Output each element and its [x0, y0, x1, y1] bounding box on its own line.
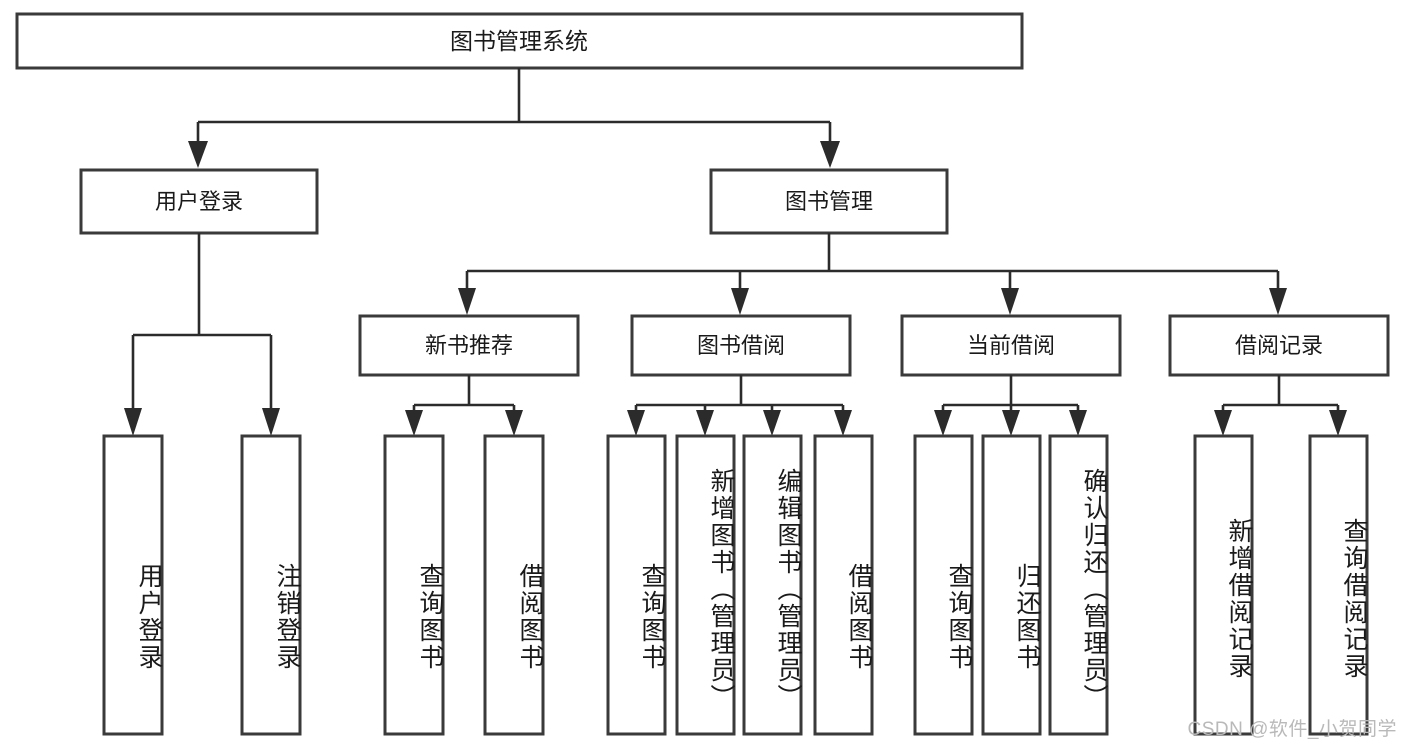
- book-borrow-label: 图书借阅: [697, 333, 785, 358]
- arrowhead-ul-leaf-1: [124, 408, 142, 436]
- arrowhead-bb-leaf-4: [834, 410, 852, 436]
- arrowhead-nb-leaf-1: [405, 410, 423, 436]
- leaf-box-book-borrow-1[interactable]: [675, 434, 736, 736]
- connector-user-login-to-leaves: [124, 233, 280, 436]
- connector-borrow-record-to-leaves: [1214, 375, 1347, 436]
- borrow-record-label: 借阅记录: [1235, 333, 1323, 358]
- leaf-box-book-borrow-2[interactable]: [742, 434, 803, 736]
- connector-root-to-level2: [188, 68, 840, 168]
- leaf-box-new-book-1[interactable]: [483, 434, 545, 736]
- arrowhead-cb-leaf-3: [1069, 410, 1087, 436]
- arrowhead-cb-leaf-1: [934, 410, 952, 436]
- csdn-watermark: CSDN @软件_小贺同学: [1187, 719, 1397, 740]
- book-manage-label: 图书管理: [785, 189, 873, 214]
- leaf-box-user-login-1[interactable]: [240, 434, 302, 736]
- leaf-box-new-book-0[interactable]: [383, 434, 445, 736]
- arrowhead-br-leaf-2: [1329, 410, 1347, 436]
- arrowhead-to-user-login: [188, 141, 208, 168]
- connector-new-book-to-leaves: [405, 375, 523, 436]
- arrowhead-br-leaf-1: [1214, 410, 1232, 436]
- user-login-label: 用户登录: [155, 189, 243, 214]
- borrow-record-box[interactable]: [1168, 314, 1390, 377]
- node-user-login[interactable]: 用户登录: [79, 168, 319, 235]
- arrowhead-cb-leaf-2: [1002, 410, 1020, 436]
- book-manage-box[interactable]: [709, 168, 949, 235]
- arrowhead-nb-leaf-2: [505, 410, 523, 436]
- leaf-box-current-borrow-0[interactable]: [913, 434, 974, 736]
- root-box[interactable]: [15, 12, 1024, 70]
- leaf-box-current-borrow-2[interactable]: [1048, 434, 1109, 736]
- new-book-recommend-box[interactable]: [358, 314, 580, 377]
- arrowhead-to-current-borrow: [1001, 288, 1019, 315]
- leaf-box-current-borrow-1[interactable]: [981, 434, 1042, 736]
- node-book-borrow[interactable]: 图书借阅: [630, 314, 852, 377]
- arrowhead-to-book-manage: [820, 141, 840, 168]
- leaf-box-book-borrow-0[interactable]: [606, 434, 667, 736]
- node-book-manage[interactable]: 图书管理: [709, 168, 949, 235]
- arrowhead-bb-leaf-3: [763, 410, 781, 436]
- current-borrow-label: 当前借阅: [967, 333, 1055, 358]
- node-new-book-recommend[interactable]: 新书推荐: [358, 314, 580, 377]
- connector-book-borrow-to-leaves: [627, 375, 852, 436]
- node-borrow-record[interactable]: 借阅记录: [1168, 314, 1390, 377]
- leaf-box-user-login-0[interactable]: [102, 434, 164, 736]
- current-borrow-box[interactable]: [900, 314, 1122, 377]
- book-borrow-box[interactable]: [630, 314, 852, 377]
- leaf-box-book-borrow-3[interactable]: [813, 434, 874, 736]
- root-label: 图书管理系统: [450, 28, 588, 54]
- new-book-recommend-label: 新书推荐: [425, 333, 513, 358]
- leaf-box-borrow-record-1[interactable]: [1308, 434, 1369, 736]
- arrowhead-to-book-borrow: [731, 288, 749, 315]
- arrowhead-to-borrow-record: [1269, 288, 1287, 315]
- arrowhead-to-new-book: [458, 288, 476, 315]
- leaf-box-borrow-record-0[interactable]: [1193, 434, 1254, 736]
- node-current-borrow[interactable]: 当前借阅: [900, 314, 1122, 377]
- arrowhead-bb-leaf-1: [627, 410, 645, 436]
- connector-book-manage-to-level3: [458, 233, 1287, 315]
- connector-current-borrow-to-leaves: [934, 375, 1087, 436]
- arrowhead-bb-leaf-2: [696, 410, 714, 436]
- node-root[interactable]: 图书管理系统: [15, 12, 1024, 70]
- arrowhead-ul-leaf-2: [262, 408, 280, 436]
